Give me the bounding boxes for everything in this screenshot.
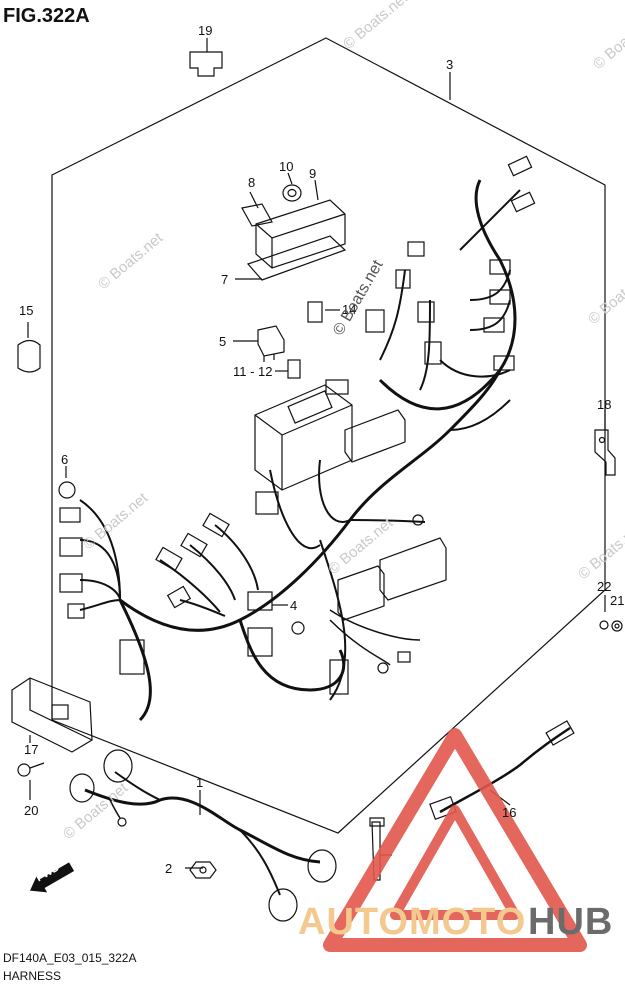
callout-21: 22 xyxy=(597,579,612,594)
callout-20: 21 xyxy=(610,593,625,608)
callout-13: 14 xyxy=(342,302,357,317)
callout-4: 4 xyxy=(290,598,298,613)
callout-15: 16 xyxy=(502,805,517,820)
callout-18: 19 xyxy=(198,23,213,38)
callout-16: 17 xyxy=(24,742,39,757)
callout-6: 6 xyxy=(61,452,69,467)
figure-name: HARNESS xyxy=(3,969,62,983)
brand-text-automoto: AUTOMOTO xyxy=(298,901,527,943)
brand-triangle xyxy=(323,728,587,952)
callout-9: 9 xyxy=(309,166,317,181)
callout-7: 7 xyxy=(221,272,229,287)
callout-14: 15 xyxy=(19,303,34,318)
figure-code: DF140A_E03_015_322A xyxy=(3,951,137,965)
callout-10: 10 xyxy=(279,159,294,174)
callout-8: 8 xyxy=(248,175,256,190)
figure-title: FIG.322A xyxy=(3,5,90,27)
callout-19: 20 xyxy=(24,803,39,818)
callout-2: 2 xyxy=(165,861,173,876)
callout-1: 1 xyxy=(196,775,204,790)
callout-5: 5 xyxy=(219,334,227,349)
callout-17: 18 xyxy=(597,397,612,412)
assembly-outline xyxy=(51,37,606,834)
callout-3: 3 xyxy=(446,57,454,72)
fwd-arrow xyxy=(30,862,75,893)
callout-11-12: 11 - 12 xyxy=(233,364,273,379)
brand-text-hub: HUB xyxy=(528,901,614,943)
